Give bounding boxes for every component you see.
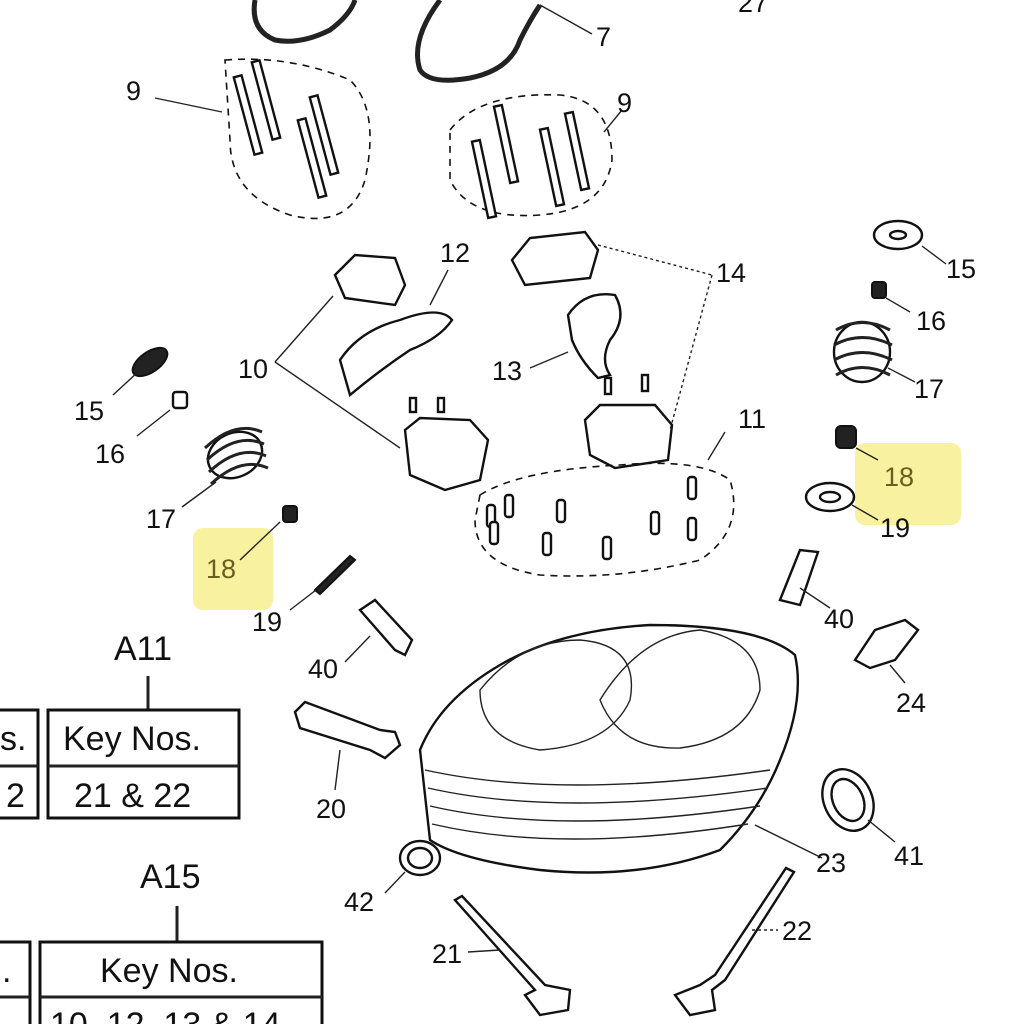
table-a15-header: Key Nos. [100,952,238,990]
rocker-assembly-left [274,253,490,492]
gasket-part-7 [251,0,593,83]
highlight-right-18 [855,443,961,525]
callout-13: 13 [492,356,522,386]
table-a11: A11 s. 2 Key Nos. 21 & 22 [0,630,241,820]
bolt-group-right [449,93,623,220]
callout-9-right: 9 [617,88,632,118]
callout-15-left: 15 [74,396,104,426]
cylinder-head [418,623,823,874]
callout-15-right: 15 [946,254,976,284]
valve-parts-left [112,346,414,791]
table-a15-value: 10, 12, 13 & 14 [50,1006,281,1024]
table-a11-partial-header: s. [0,720,26,758]
callout-19-left: 19 [252,607,282,637]
callout-40-right: 40 [824,604,854,634]
callout-14: 14 [716,258,746,288]
callout-16-right: 16 [916,306,946,336]
callout-12: 12 [440,238,470,268]
valve-22 [673,866,796,1017]
callout-42: 42 [344,887,374,917]
table-a11-header: Key Nos. [63,720,201,758]
valve-seat-42 [384,839,442,894]
dowel-group [474,431,735,577]
callout-16-left: 16 [95,439,125,469]
callout-23: 23 [816,848,846,878]
rocker-assembly-right [510,230,713,470]
callout-17-right: 17 [914,374,944,404]
callout-24: 24 [896,688,926,718]
callout-41: 41 [894,841,924,871]
table-a11-title: A11 [114,630,172,668]
table-a15: A15 . Key Nos. 10, 12, 13 & 14 [0,858,324,1024]
valve-parts-right [778,219,947,684]
bolt-group-left [154,58,371,220]
callout-21: 21 [432,939,462,969]
callout-20: 20 [316,794,346,824]
callout-18-left: 18 [206,554,236,584]
callout-27: 27 [738,0,768,18]
table-a11-partial-value: 2 [6,777,25,815]
table-a15-title: A15 [140,858,201,896]
table-a11-value: 21 & 22 [74,777,191,815]
callout-22: 22 [782,916,812,946]
callout-18-right: 18 [884,462,914,492]
valve-21 [453,894,572,1017]
callout-11: 11 [738,404,766,434]
callout-40-left: 40 [308,654,338,684]
callout-10: 10 [238,354,268,384]
callout-17-left: 17 [146,504,176,534]
callout-9-left: 9 [126,76,141,106]
table-a15-partial-header: . [2,952,11,990]
callout-7: 7 [596,22,611,52]
valve-seat-41 [821,768,896,843]
callout-19-right: 19 [880,513,910,543]
